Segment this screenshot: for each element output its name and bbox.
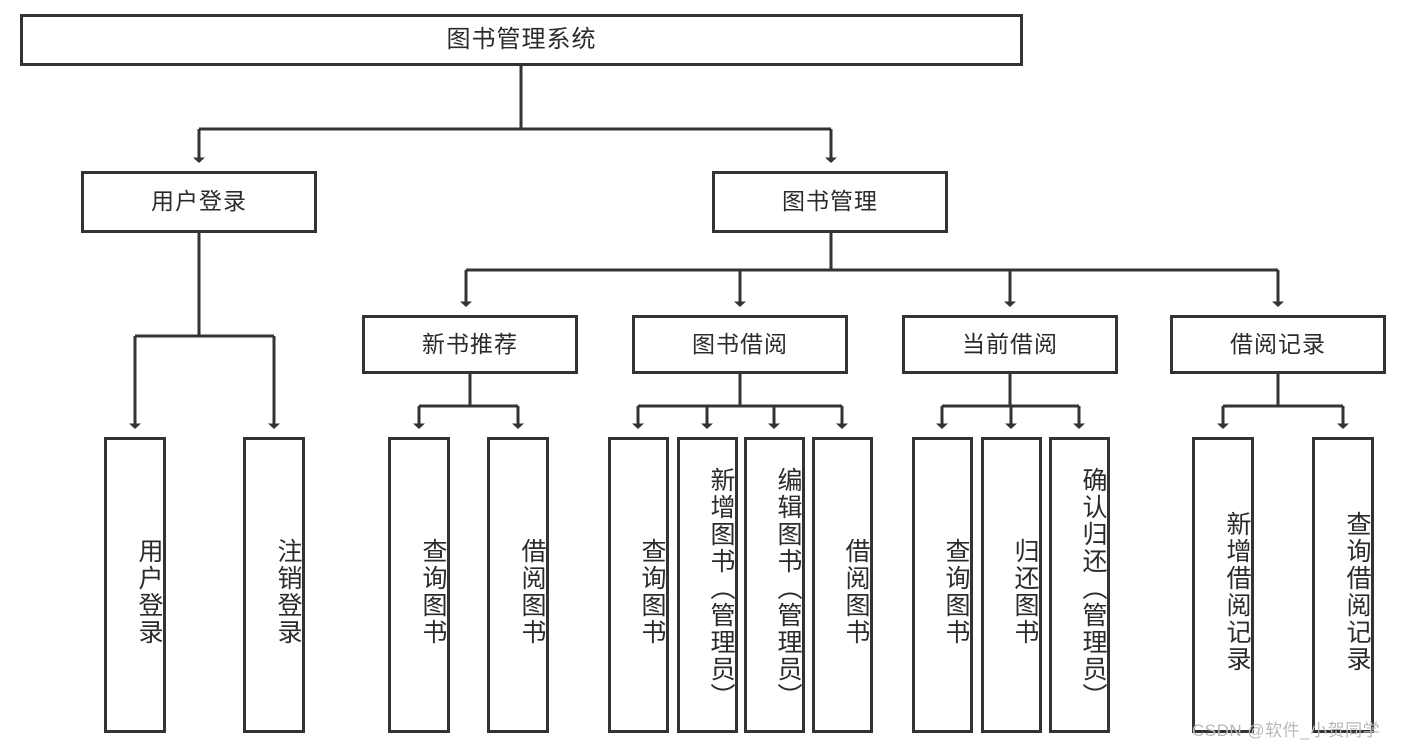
node-user-login[interactable]: 用户登录: [81, 171, 317, 233]
node-root[interactable]: 图书管理系统: [20, 14, 1023, 66]
node-book-borrow[interactable]: 图书借阅: [632, 315, 848, 374]
node-leaf-edit-book-admin[interactable]: 编辑图书（管理员）: [744, 437, 805, 733]
node-leaf-logout[interactable]: 注销登录: [243, 437, 305, 733]
node-leaf-query-book-borrow[interactable]: 查询图书: [608, 437, 669, 733]
node-leaf-return-book[interactable]: 归还图书: [981, 437, 1042, 733]
node-new-book-recommend[interactable]: 新书推荐: [362, 315, 578, 374]
node-leaf-query-book-current[interactable]: 查询图书: [912, 437, 973, 733]
node-leaf-add-book-admin[interactable]: 新增图书（管理员）: [677, 437, 738, 733]
node-current-borrow[interactable]: 当前借阅: [902, 315, 1118, 374]
node-leaf-add-borrow-record[interactable]: 新增借阅记录: [1192, 437, 1254, 733]
node-leaf-borrow-book[interactable]: 借阅图书: [812, 437, 873, 733]
node-borrow-records[interactable]: 借阅记录: [1170, 315, 1386, 374]
node-leaf-query-book-recommend[interactable]: 查询图书: [388, 437, 450, 733]
node-leaf-borrow-book-recommend[interactable]: 借阅图书: [487, 437, 549, 733]
node-leaf-confirm-return-admin[interactable]: 确认归还（管理员）: [1049, 437, 1110, 733]
csdn-watermark: CSDN @软件_小贺同学: [1192, 721, 1381, 740]
node-leaf-query-borrow-record[interactable]: 查询借阅记录: [1312, 437, 1374, 733]
node-leaf-user-login[interactable]: 用户登录: [104, 437, 166, 733]
node-book-management[interactable]: 图书管理: [712, 171, 948, 233]
